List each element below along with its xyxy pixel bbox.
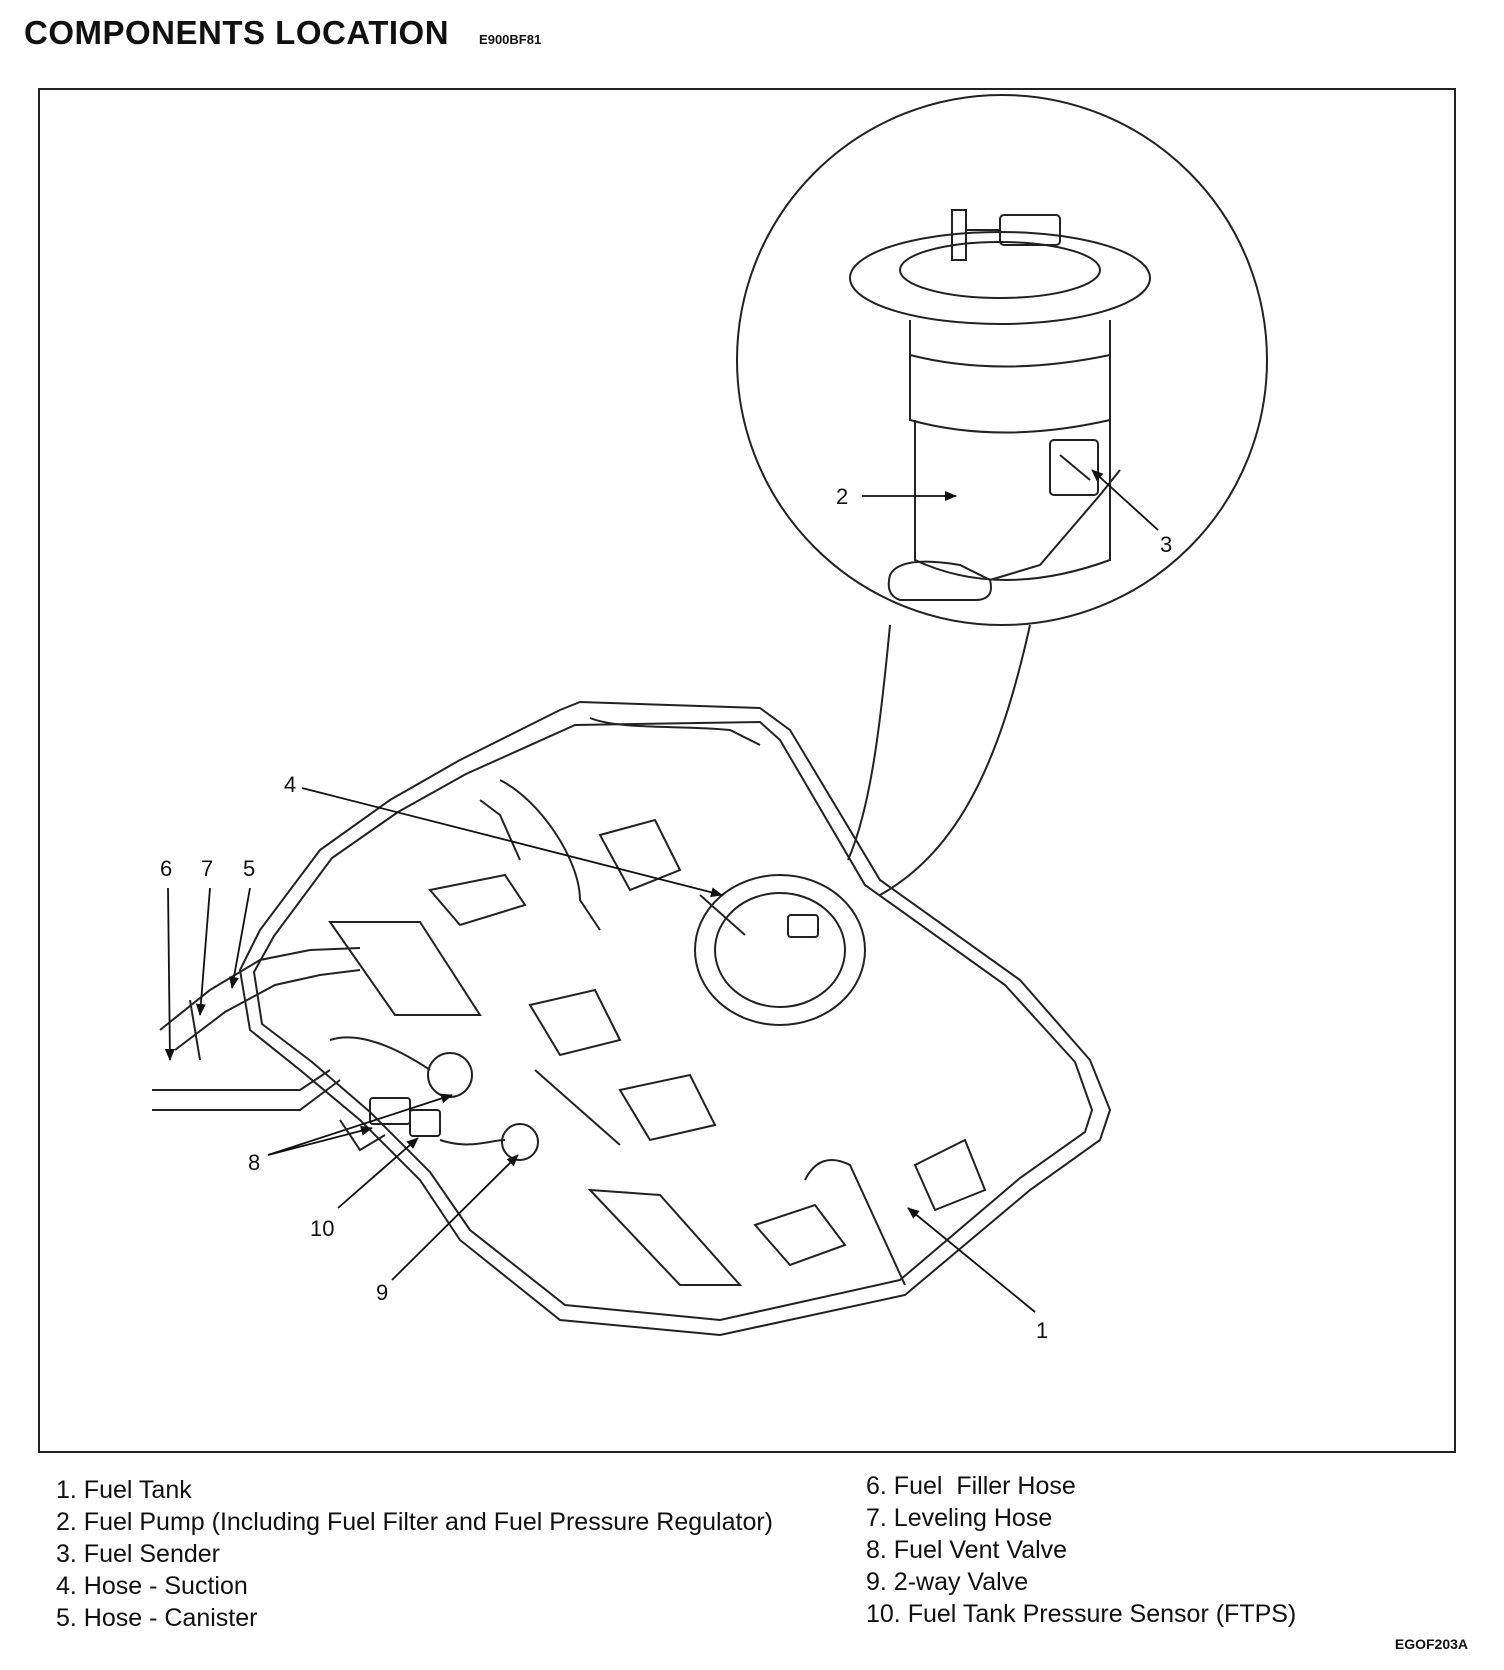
fuel-tank xyxy=(152,700,1112,1337)
tank-pump-ring xyxy=(694,874,866,1026)
ftps-sensor xyxy=(409,1109,441,1137)
diagram-frame xyxy=(38,88,1456,1453)
legend-left: 1. Fuel Tank 2. Fuel Pump (Including Fue… xyxy=(56,1474,773,1634)
page-header: COMPONENTS LOCATION E900BF81 xyxy=(24,14,541,52)
section-code: E900BF81 xyxy=(479,32,542,47)
callout-9: 9 xyxy=(376,1280,388,1305)
callout-3: 3 xyxy=(1160,532,1172,557)
figure-code: EGOF203A xyxy=(1394,1636,1468,1652)
page-title: COMPONENTS LOCATION xyxy=(24,14,450,51)
legend-item-7: 7. Leveling Hose xyxy=(866,1504,1053,1532)
legend-item-6: 6. Fuel Filler Hose xyxy=(866,1472,1076,1500)
callout-7: 7 xyxy=(201,856,213,881)
leader-9 xyxy=(391,1154,519,1281)
leader-1 xyxy=(907,1207,1036,1313)
detail-leader-left xyxy=(847,624,891,861)
pump-flange xyxy=(849,231,1151,325)
legend-item-3: 3. Fuel Sender xyxy=(56,1540,220,1568)
callout-6: 6 xyxy=(160,856,172,881)
leader-10 xyxy=(337,1137,419,1209)
legend-item-1: 1. Fuel Tank xyxy=(56,1476,192,1504)
leader-6 xyxy=(164,887,175,1061)
legend-item-2: 2. Fuel Pump (Including Fuel Filter and … xyxy=(56,1508,773,1536)
legend-item-8: 8. Fuel Vent Valve xyxy=(866,1536,1068,1564)
callout-4: 4 xyxy=(284,772,296,797)
leader-5 xyxy=(229,887,251,989)
legend-item-10: 10. Fuel Tank Pressure Sensor (FTPS) xyxy=(866,1600,1297,1628)
legend-item-4: 4. Hose - Suction xyxy=(56,1572,248,1600)
tank-outline xyxy=(238,700,1112,1337)
legend-item-9: 9. 2-way Valve xyxy=(866,1568,1029,1596)
callout-1: 1 xyxy=(1036,1318,1048,1343)
fuel-sender-body xyxy=(1049,439,1099,496)
legend-item-5: 5. Hose - Canister xyxy=(56,1604,258,1632)
leader-7 xyxy=(195,887,211,1016)
detail-leader-right xyxy=(879,624,1031,896)
callout-2: 2 xyxy=(836,484,848,509)
callout-8: 8 xyxy=(248,1150,260,1175)
legend-right: 6. Fuel Filler Hose 7. Leveling Hose 8. … xyxy=(866,1470,1296,1630)
callout-labels: 1 2 3 4 5 6 7 8 9 10 xyxy=(160,484,1172,1343)
callout-10: 10 xyxy=(310,1216,334,1241)
callout-5: 5 xyxy=(243,856,255,881)
leader-8 xyxy=(267,1125,373,1156)
leader-4 xyxy=(301,787,723,898)
two-way-valve xyxy=(501,1123,539,1161)
callout-leaders xyxy=(164,469,1159,1313)
fuel-vent-valve xyxy=(427,1052,473,1098)
leader-3 xyxy=(1091,469,1159,531)
pump-detail-view xyxy=(736,94,1268,896)
detail-circle xyxy=(736,94,1268,626)
